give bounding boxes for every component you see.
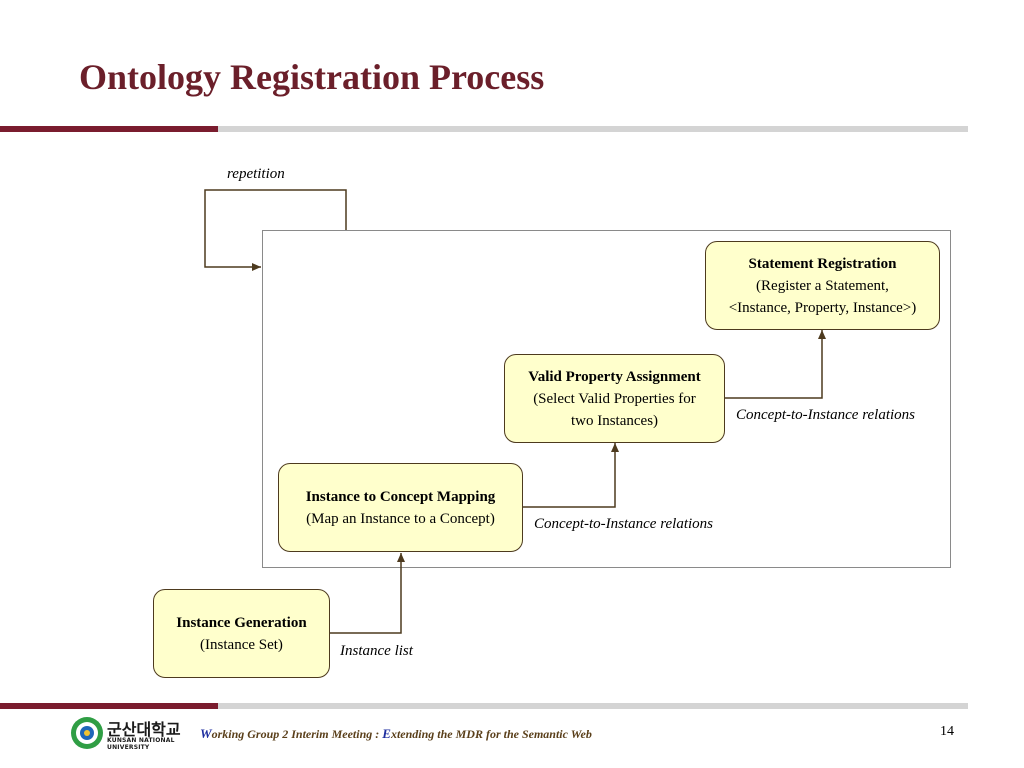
- title-divider: [218, 126, 968, 132]
- edge-label-property-to-statement: Concept-to-Instance relations: [736, 407, 915, 423]
- statement-registration-heading: Statement Registration: [748, 255, 897, 272]
- valid-property-assignment-line2: two Instances): [570, 412, 659, 429]
- instance-generation-box: Instance Generation (Instance Set): [153, 589, 330, 678]
- footer-accent-bar: [0, 703, 218, 709]
- instance-to-concept-mapping-line1: (Map an Instance to a Concept): [306, 510, 495, 527]
- footer-caption-part2: xtending the MDR for the Semantic Web: [390, 727, 592, 741]
- slide-title: Ontology Registration Process: [79, 57, 545, 97]
- valid-property-assignment-heading: Valid Property Assignment: [528, 368, 701, 385]
- statement-registration-box: Statement Registration (Register a State…: [705, 241, 940, 330]
- repetition-frame: [262, 230, 951, 568]
- university-name-english: KUNSAN NATIONAL UNIVERSITY: [107, 737, 175, 751]
- statement-registration-line1: (Register a Statement,: [756, 277, 889, 294]
- arrow-mapping-to-property: [523, 443, 619, 508]
- university-name-korean: 군산대학교: [107, 720, 181, 739]
- footer-caption-part1: orking Group 2 Interim Meeting :: [211, 727, 383, 741]
- arrow-property-to-statement: [725, 330, 826, 399]
- university-emblem-icon: [71, 717, 103, 749]
- title-accent-bar: [0, 126, 218, 132]
- arrow-generation-to-mapping: [330, 553, 405, 634]
- valid-property-assignment-box: Valid Property Assignment (Select Valid …: [504, 354, 725, 443]
- footer-caption-e: E: [382, 726, 391, 741]
- edge-label-mapping-to-property: Concept-to-Instance relations: [534, 516, 713, 532]
- instance-to-concept-mapping-heading: Instance to Concept Mapping: [305, 488, 496, 505]
- page-number: 14: [940, 724, 954, 739]
- valid-property-assignment-line1: (Select Valid Properties for: [533, 390, 696, 407]
- instance-to-concept-mapping-box: Instance to Concept Mapping (Map an Inst…: [278, 463, 523, 552]
- repetition-loop-arrow: [204, 189, 347, 271]
- statement-registration-line2: <Instance, Property, Instance>): [728, 299, 917, 316]
- footer-caption: Working Group 2 Interim Meeting : Extend…: [200, 726, 592, 742]
- footer-caption-w: W: [200, 726, 212, 741]
- instance-generation-line1: (Instance Set): [200, 636, 283, 653]
- instance-generation-heading: Instance Generation: [176, 614, 307, 631]
- repetition-label: repetition: [227, 166, 285, 182]
- edge-label-generation-to-mapping: Instance list: [340, 643, 413, 659]
- footer-divider: [218, 703, 968, 709]
- university-logo: 군산대학교 KUNSAN NATIONAL UNIVERSITY: [70, 716, 188, 751]
